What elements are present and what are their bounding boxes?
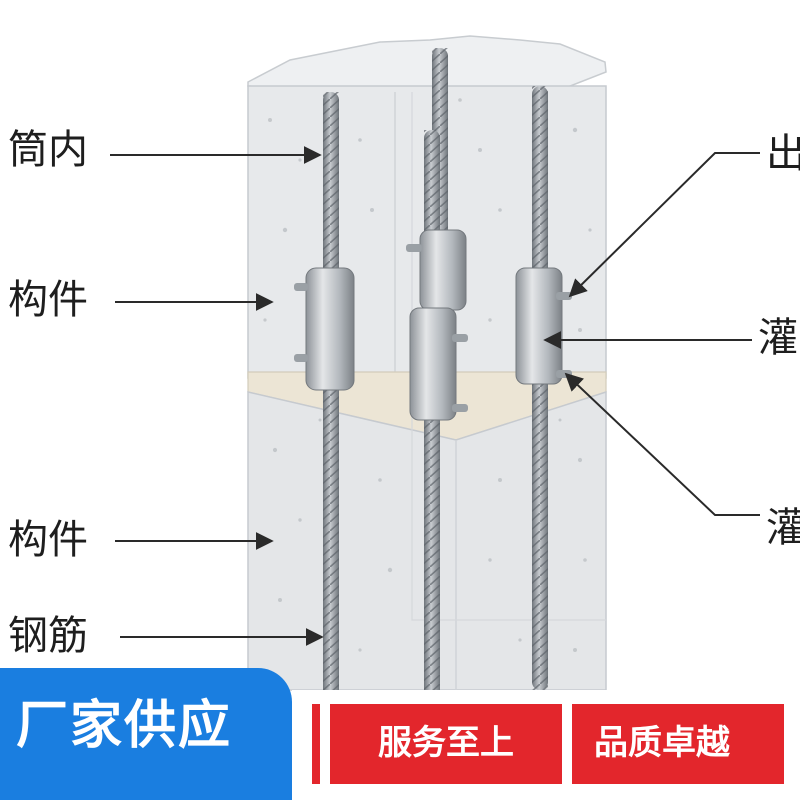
- port-right-top: [556, 292, 572, 300]
- port-left-bottom: [294, 354, 308, 362]
- sleeve-right: [515, 267, 563, 385]
- banner-red-box-1-text: 服务至上: [378, 723, 514, 763]
- banner-red-stripe: [312, 704, 320, 784]
- banner-red-box-2-text: 品质卓越: [594, 723, 730, 763]
- label-sleeve-inside: 筒内: [8, 127, 88, 173]
- label-grout-outlet: 灌: [766, 505, 800, 551]
- label-outlet: 出: [766, 131, 800, 177]
- leader-outlet: [568, 152, 760, 298]
- concrete-speckles: [263, 98, 592, 652]
- banner-red-box-2: [572, 704, 784, 784]
- sleeve-back: [419, 229, 467, 311]
- banner-left-text: 厂家供应: [16, 696, 233, 756]
- leader-grout-outlet: [564, 372, 760, 516]
- banner-blue-panel: [0, 668, 292, 800]
- label-rebar: 钢筋: [8, 613, 88, 659]
- banner-red-box-1: [330, 704, 562, 784]
- port-left-top: [294, 283, 308, 291]
- leader-lines: [110, 146, 760, 646]
- label-lower-member: 构件: [8, 517, 88, 563]
- rebar-left-ribs: [323, 92, 339, 698]
- port-middle-bottom: [452, 404, 468, 412]
- port-back: [406, 244, 422, 252]
- sleeve-group: [294, 229, 572, 421]
- sleeve-middle: [409, 307, 457, 421]
- rebar-right-ribs: [532, 86, 548, 690]
- label-grout-inlet: 灌: [758, 315, 798, 361]
- sleeve-left: [305, 267, 355, 391]
- column-top-face: [247, 35, 607, 93]
- port-middle-top: [452, 334, 468, 342]
- label-upper-member: 构件: [8, 277, 88, 323]
